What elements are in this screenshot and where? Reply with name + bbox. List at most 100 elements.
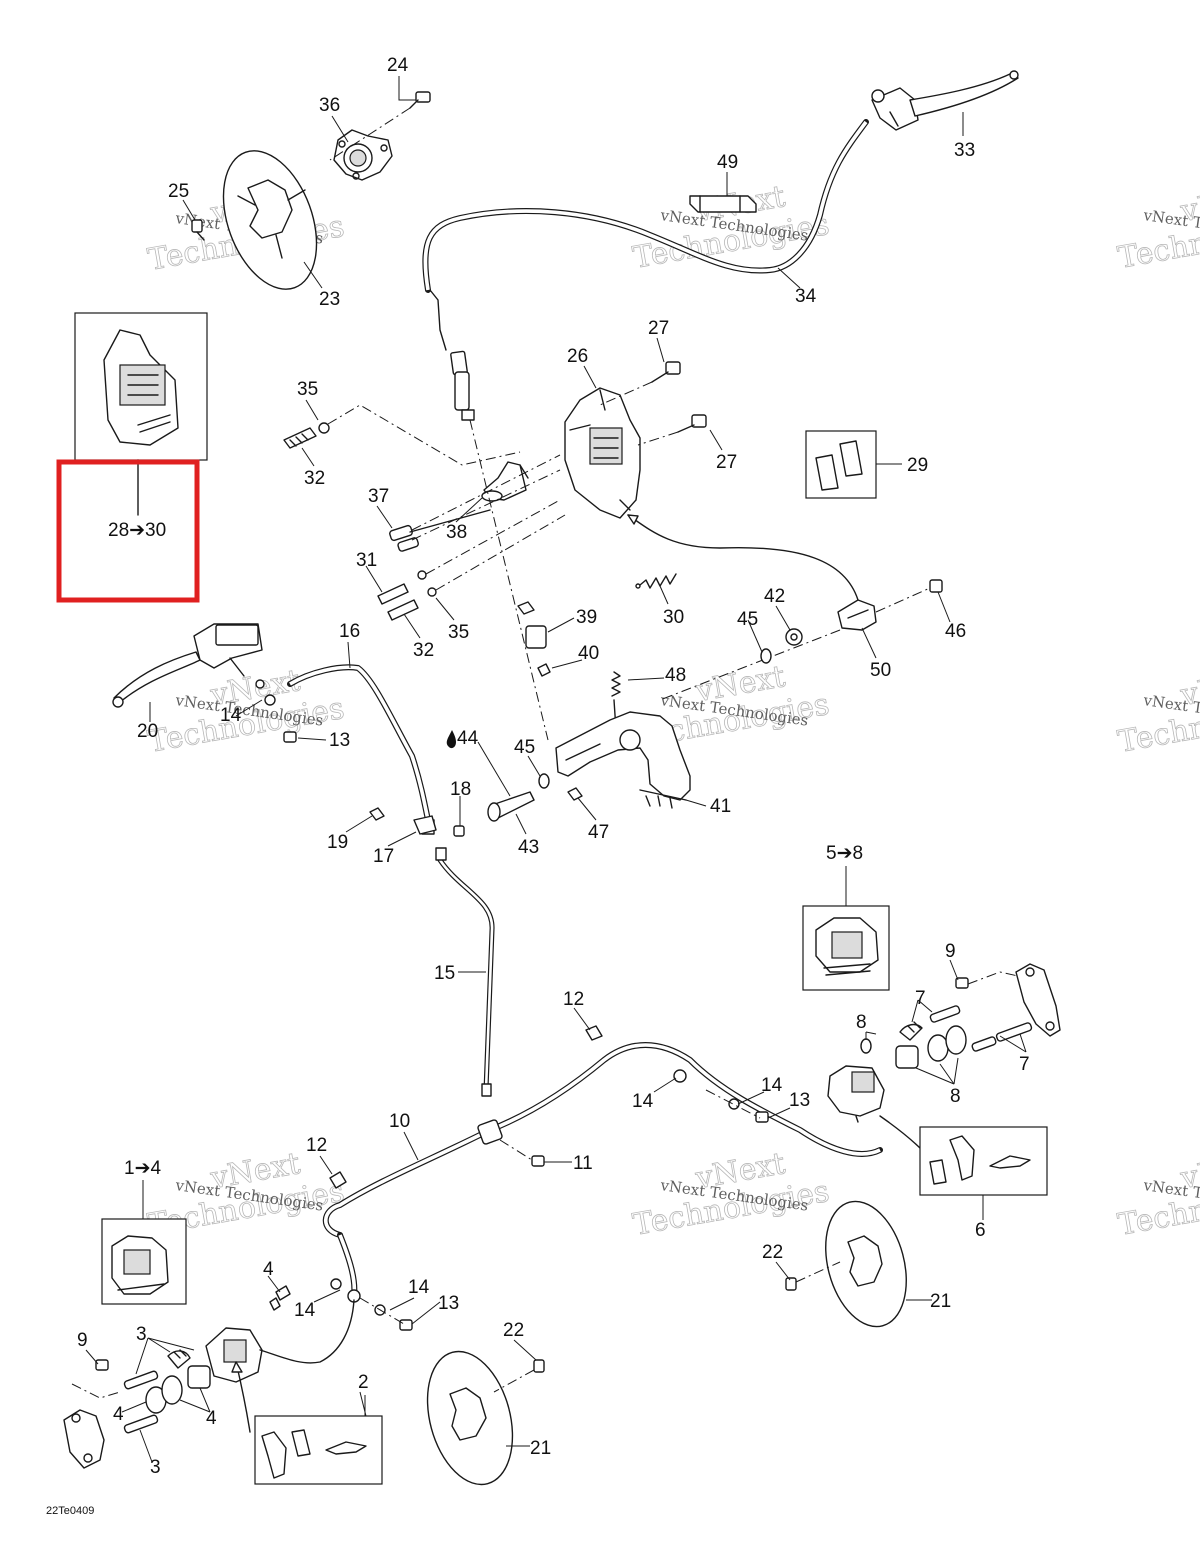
callout-32-lower: 32: [413, 640, 434, 661]
bleeder-4-left[interactable]: [269, 1285, 291, 1311]
callout-36: 36: [319, 95, 340, 116]
sleeve-39[interactable]: [525, 625, 547, 649]
callout-3-lower: 3: [150, 1457, 161, 1478]
nut-40[interactable]: [537, 663, 551, 677]
banjo-washer-14-right-b[interactable]: [728, 1098, 740, 1110]
inset-brake-pads-29[interactable]: [805, 430, 902, 499]
spring-48[interactable]: [611, 671, 621, 697]
screw-25[interactable]: [191, 219, 205, 241]
washer-45-right[interactable]: [760, 648, 772, 664]
brake-disc-21-right[interactable]: [813, 1192, 920, 1335]
pistons-4-left[interactable]: [145, 1365, 211, 1414]
hub-flange-36[interactable]: [333, 129, 393, 181]
line-clip-17[interactable]: [413, 815, 437, 835]
pivot-bolt-43[interactable]: [487, 791, 535, 822]
caliper-pins-7-right[interactable]: [899, 1005, 1033, 1052]
highlight-box: [56, 459, 200, 603]
callout-21-left: 21: [530, 1438, 551, 1459]
inset-caliper-28-30[interactable]: [74, 312, 208, 516]
callout-4-top: 4: [263, 1259, 274, 1280]
bolt-11[interactable]: [531, 1155, 545, 1167]
callout-22-right: 22: [762, 1242, 783, 1263]
callout-46: 46: [945, 621, 966, 642]
callout-4-right: 4: [206, 1408, 217, 1429]
callout-1-4: 1➔4: [124, 1158, 161, 1179]
callout-41: 41: [710, 796, 731, 817]
bolt-46[interactable]: [929, 579, 943, 593]
callout-38: 38: [446, 522, 467, 543]
brake-disc-23[interactable]: [206, 138, 334, 302]
bracket-38[interactable]: [481, 461, 529, 502]
bolt-24[interactable]: [409, 91, 431, 109]
inset-rear-caliper-1-4[interactable]: [101, 1180, 187, 1305]
caliper-body-left[interactable]: [205, 1327, 263, 1383]
pistons-8-right[interactable]: [860, 1025, 967, 1069]
banjo-bolt-13-right[interactable]: [755, 1111, 769, 1123]
brake-line-10: [322, 1042, 883, 1299]
screw-31[interactable]: [377, 570, 427, 605]
callout-35-lower: 35: [448, 622, 469, 643]
callout-13-right: 13: [789, 1090, 810, 1111]
nut-12-lower[interactable]: [329, 1171, 347, 1189]
inset-pads-6[interactable]: [919, 1126, 1048, 1220]
inset-front-caliper-5-8[interactable]: [802, 866, 890, 991]
brake-disc-21-left[interactable]: [414, 1342, 526, 1494]
callout-45-right: 45: [737, 609, 758, 630]
caliper-body-right[interactable]: [827, 1065, 885, 1123]
callout-31: 31: [356, 550, 377, 571]
callout-14-right-b: 14: [761, 1075, 783, 1096]
callout-16: 16: [339, 621, 360, 642]
nut-39-upper[interactable]: [517, 601, 535, 615]
screw-37[interactable]: [389, 509, 491, 552]
callout-26: 26: [567, 346, 588, 367]
callout-49: 49: [717, 152, 738, 173]
screw-18[interactable]: [453, 825, 465, 837]
callout-4-left: 4: [113, 1404, 124, 1425]
caliper-pins-3-left[interactable]: [123, 1349, 191, 1434]
screw-32-lower[interactable]: [387, 587, 437, 621]
inset-pads-2[interactable]: [254, 1395, 383, 1485]
parking-caliper-26[interactable]: [564, 387, 641, 519]
brake-pedal-41[interactable]: [555, 711, 691, 809]
callout-18: 18: [450, 779, 471, 800]
callout-48: 48: [665, 665, 686, 686]
callout-17: 17: [373, 846, 394, 867]
banjo-bolt-13-top[interactable]: [283, 731, 297, 743]
caliper-bracket-right[interactable]: [1015, 963, 1061, 1037]
screw-32-upper[interactable]: [283, 422, 330, 449]
washer-42[interactable]: [785, 628, 803, 646]
master-cylinder-20[interactable]: [112, 623, 263, 708]
bolt-9-right[interactable]: [955, 977, 969, 989]
banjo-washer-14-left[interactable]: [330, 1278, 361, 1303]
parking-brake-lever-33[interactable]: [871, 70, 1019, 131]
bolt-27-upper[interactable]: [651, 361, 681, 383]
brake-cable-34: [422, 119, 869, 421]
washer-45-left[interactable]: [538, 773, 550, 789]
screw-22-right[interactable]: [785, 1277, 797, 1291]
screw-22-left[interactable]: [533, 1359, 545, 1373]
callout-37: 37: [368, 486, 389, 507]
nut-47[interactable]: [567, 787, 583, 801]
diagram-reference-code: 22Te0409: [46, 1505, 94, 1517]
callout-9-right: 9: [945, 941, 956, 962]
callout-40: 40: [578, 643, 599, 664]
tee-fitting[interactable]: [477, 1119, 503, 1145]
pad-holder-50[interactable]: [837, 599, 877, 631]
banjo-fitting-14-top[interactable]: [255, 679, 276, 706]
callout-12-upper: 12: [563, 989, 584, 1010]
callout-5-8: 5➔8: [826, 843, 863, 864]
callout-35-upper: 35: [297, 379, 318, 400]
callout-27-upper: 27: [648, 318, 669, 339]
callout-24: 24: [387, 55, 409, 76]
caliper-bracket-left[interactable]: [63, 1409, 105, 1469]
brake-line-15: [435, 847, 495, 1097]
callout-39: 39: [576, 607, 597, 628]
callout-43: 43: [518, 837, 539, 858]
bolt-9-left[interactable]: [95, 1359, 109, 1371]
banjo-washer-14-right-a[interactable]: [673, 1069, 687, 1083]
bolt-27-lower[interactable]: [677, 414, 707, 433]
nut-19[interactable]: [369, 807, 385, 821]
spring-30[interactable]: [635, 573, 677, 589]
callout-50: 50: [870, 660, 891, 681]
